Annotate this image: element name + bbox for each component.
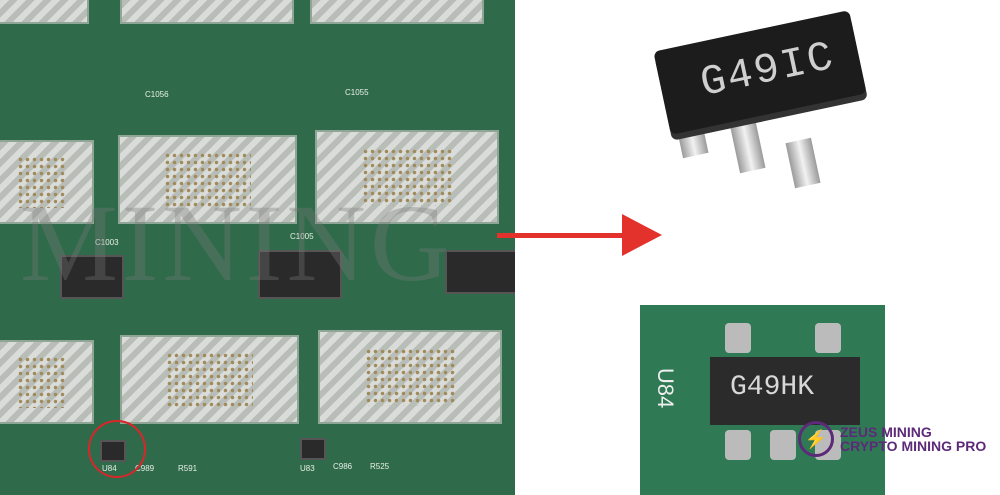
logo-line2: CRYPTO MINING PRO [840,438,987,454]
arrow-icon [497,233,627,238]
logo: ⚡ ZEUS MINING CRYPTO MINING PRO [798,421,986,457]
chip-closeup-bottom: G49HK U84 [640,305,885,495]
arrow-head-icon [622,214,662,256]
silk-label: C986 [333,462,353,471]
designator-label: U84 [653,367,679,409]
logo-line1: ZEUS MINING [840,424,932,440]
silk-label: C1005 [290,232,314,241]
silk-label: U83 [300,464,315,473]
highlight-circle [88,420,146,478]
pcb-photo: C1003 C1005 C1056 C1055 U84 C989 R591 U8… [0,0,515,495]
silk-label: R591 [178,464,198,473]
lightning-bolt-icon: ⚡ [798,421,834,457]
watermark: MINING [20,182,454,304]
silk-label: R525 [370,462,390,471]
chip-marking: G49HK [730,372,815,403]
chip-closeup-top: G49IC [640,0,885,200]
silk-label: C1003 [95,238,119,247]
silk-label: C989 [135,464,155,473]
silk-label: C1056 [145,90,169,99]
chip-marking: G49IC [696,32,840,108]
silk-label: C1055 [345,88,369,97]
